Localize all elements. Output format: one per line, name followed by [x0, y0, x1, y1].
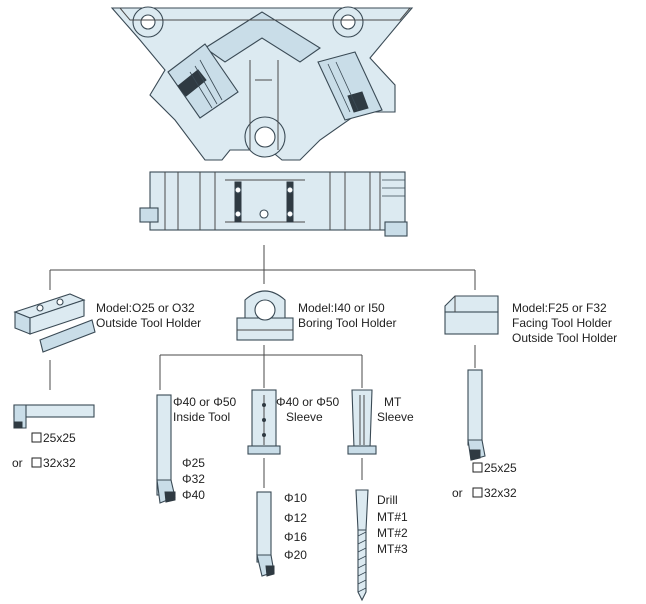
inside-tool-name-label: Inside Tool	[173, 410, 230, 424]
outside-tool-bit-drawing	[13, 404, 95, 429]
sleeve-name-label: Sleeve	[286, 410, 323, 424]
outside-tool-size-2: 32x32	[43, 456, 76, 470]
connector-lines	[49, 245, 476, 488]
boring-tool-holder-drawing	[236, 290, 294, 341]
drill-name-label: Drill	[377, 493, 398, 507]
holder-bar-drawing	[139, 171, 408, 237]
sleeve-drawing	[247, 389, 281, 455]
mt-sleeve-drawing	[347, 389, 377, 455]
square-symbol-icon	[472, 462, 483, 473]
boring-bar-diameter-2: Φ16	[284, 530, 307, 544]
turret-drawing	[110, 6, 414, 161]
outside-tool-size-1: 25x25	[43, 431, 76, 445]
square-symbol-icon	[31, 457, 42, 468]
drill-size-0: MT#1	[377, 510, 408, 524]
square-symbol-icon	[31, 432, 42, 443]
boring-holder-model-label: Model:I40 or I50	[298, 301, 385, 315]
outside-holder-name-label: Outside Tool Holder	[96, 316, 201, 330]
mt-sleeve-name-label: Sleeve	[377, 410, 414, 424]
facing-tool-holder-drawing	[444, 295, 499, 335]
drill-size-2: MT#3	[377, 542, 408, 556]
inside-tool-diameter-0: Φ25	[182, 456, 205, 470]
facing-tool-size-1: 25x25	[484, 461, 517, 475]
boring-bar-diameter-1: Φ12	[284, 511, 307, 525]
boring-bar-diameter-3: Φ20	[284, 548, 307, 562]
boring-holder-name-label: Boring Tool Holder	[298, 316, 397, 330]
sleeve-diameter-label: Φ40 or Φ50	[276, 395, 340, 409]
outside-holder-model-label: Model:O25 or O32	[96, 301, 195, 315]
drill-size-1: MT#2	[377, 526, 408, 540]
square-symbol-icon	[472, 487, 483, 498]
mt-sleeve-type-label: MT	[384, 395, 402, 409]
inside-tool-diameter-1: Φ32	[182, 472, 205, 486]
boring-bar-diameter-0: Φ10	[284, 491, 307, 505]
drill-drawing	[355, 489, 369, 602]
outside-tool-or-label: or	[12, 456, 23, 470]
inside-tool-diameter-label: Φ40 or Φ50	[173, 395, 237, 409]
facing-tool-size-2: 32x32	[484, 486, 517, 500]
facing-tool-or-label: or	[452, 486, 463, 500]
facing-tool-bit-drawing	[467, 369, 486, 461]
inside-tool-drawing	[156, 394, 176, 504]
inside-tool-diameter-2: Φ40	[182, 488, 205, 502]
boring-bar-drawing	[256, 491, 275, 577]
facing-holder-outside-label: Outside Tool Holder	[512, 331, 617, 345]
facing-holder-model-label: Model:F25 or F32	[512, 301, 607, 315]
outside-tool-holder-drawing	[13, 293, 96, 353]
facing-holder-name-label: Facing Tool Holder	[512, 316, 612, 330]
